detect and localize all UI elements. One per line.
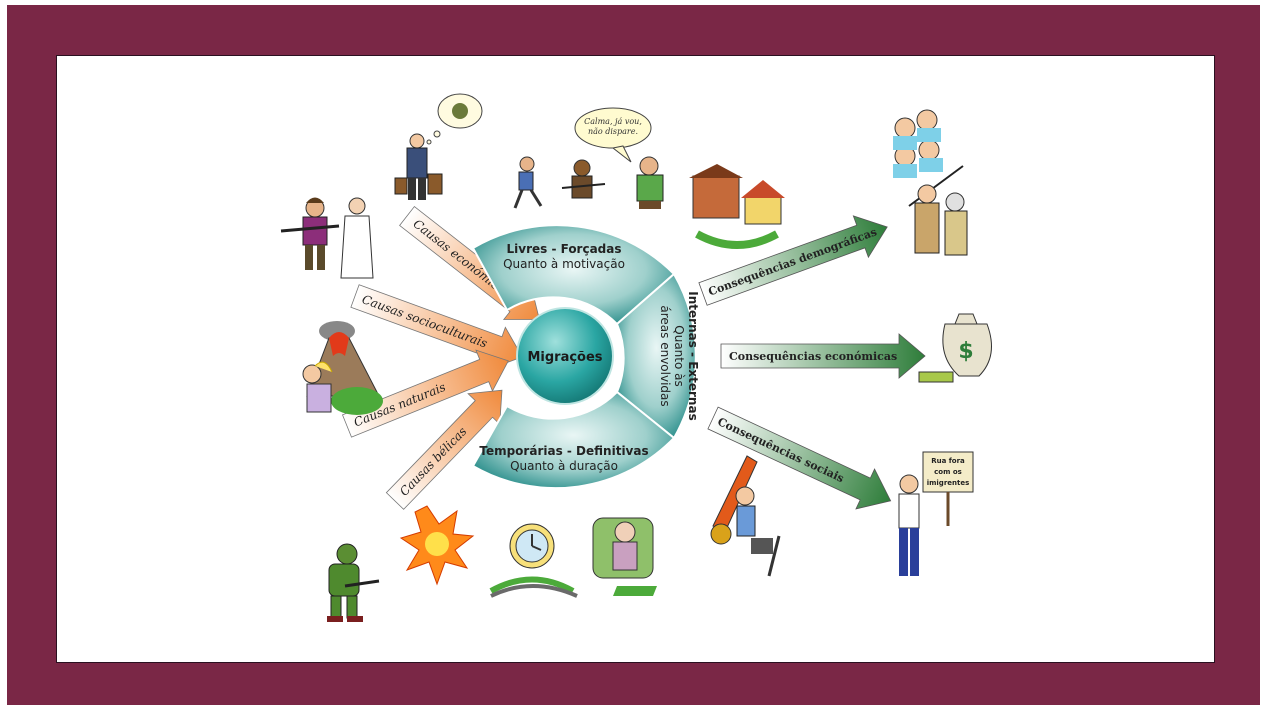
- label-causas-belicas: Causas bélicas: [397, 424, 469, 498]
- soldier-icon: [327, 543, 380, 622]
- protester-icon: Rua fora com os imigrentes: [898, 451, 974, 576]
- segment-right-subtitle-1: Quanto às: [672, 325, 686, 386]
- migration-diagram: Causas económicas Causas socioculturais …: [280, 93, 992, 622]
- slide-canvas: Causas económicas Causas socioculturais …: [56, 55, 1215, 663]
- segment-motivacao: [471, 224, 676, 326]
- dollar-sign-icon: $: [958, 339, 973, 364]
- arrow-consequencias-demograficas: Consequências demográficas: [698, 215, 888, 306]
- arrow-consequencias-economicas: Consequências económicas: [720, 333, 926, 379]
- segment-areas: [615, 272, 697, 440]
- center-circle: [516, 307, 614, 405]
- sign-line2: com os: [934, 468, 962, 476]
- speech-bubble: Calma, já vou, não dispare.: [574, 107, 652, 163]
- traveler-icon: [394, 93, 483, 200]
- money-bag-thought-icon: [452, 103, 468, 119]
- fighter-and-pope-icon: [280, 197, 374, 279]
- houses-icon: [689, 164, 785, 249]
- sign-line3: imigrentes: [927, 479, 970, 487]
- segment-right-subtitle-2: áreas envolvidas: [658, 305, 672, 406]
- volcano-icon: [302, 321, 383, 415]
- center-label: Migrações: [527, 350, 602, 365]
- segment-bottom-title: Temporárias - Definitivas: [479, 444, 648, 458]
- speech-bubble-line1: Calma, já vou,: [584, 117, 642, 126]
- label-consequencias-sociais: Consequências sociais: [715, 415, 845, 485]
- segment-top-subtitle: Quanto à motivação: [503, 257, 625, 271]
- running-people-icon: [513, 156, 664, 209]
- elderly-woman-icon: [592, 517, 657, 596]
- label-consequencias-economicas: Consequências económicas: [729, 350, 897, 363]
- label-causas-socioculturais: Causas socioculturais: [360, 292, 489, 350]
- sign-line1: Rua fora: [931, 457, 965, 465]
- segment-right-title: Internas - Externas: [686, 291, 700, 420]
- segment-top-title: Livres - Forçadas: [506, 242, 621, 256]
- central-wheel: Migrações Livres - Forçadas Quanto à mot…: [471, 224, 700, 490]
- segment-duracao: [471, 390, 676, 490]
- elderly-couple-icon: [893, 109, 968, 256]
- speech-bubble-line2: não dispare.: [588, 127, 638, 136]
- explosion-icon: [399, 505, 475, 586]
- money-bag-icon: $: [918, 313, 992, 383]
- clock-icon: [489, 523, 578, 598]
- label-consequencias-demograficas: Consequências demográficas: [707, 225, 879, 298]
- construction-worker-icon: [710, 455, 781, 577]
- segment-bottom-subtitle: Quanto à duração: [510, 459, 618, 473]
